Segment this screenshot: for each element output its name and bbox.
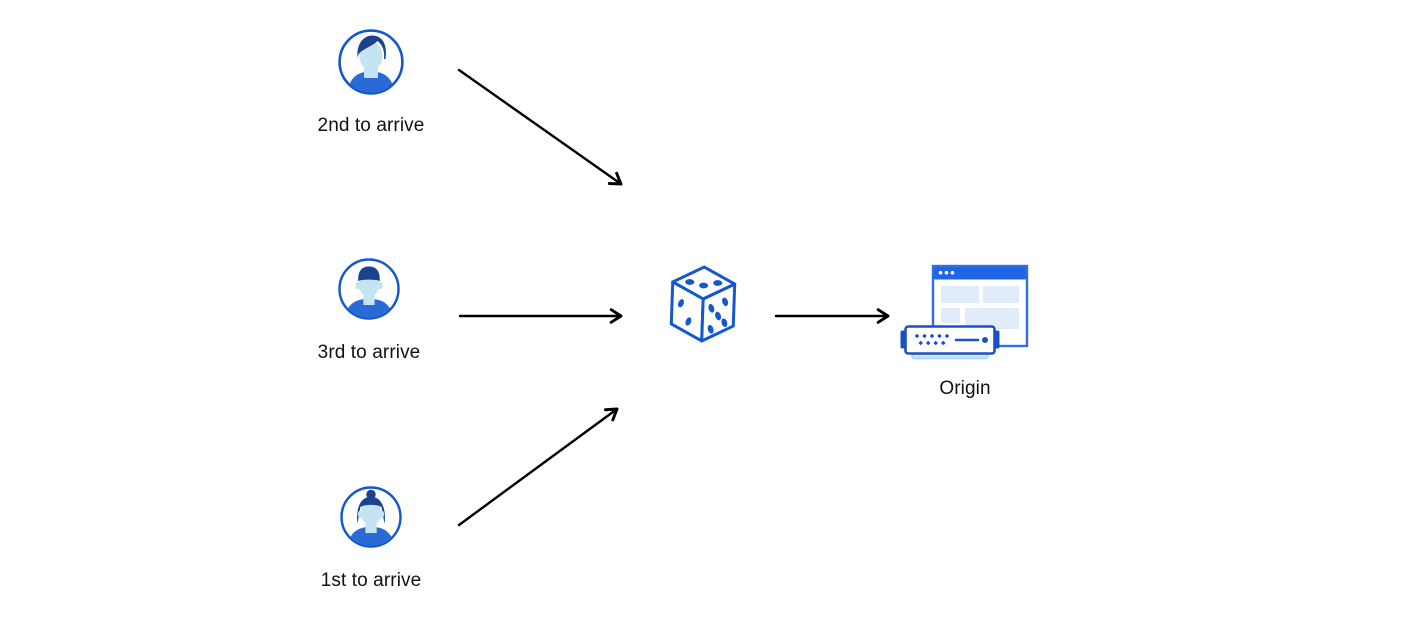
node-label: Origin — [939, 378, 991, 399]
male-avatar-short-hair-icon — [338, 258, 400, 320]
node-label: 1st to arrive — [320, 570, 422, 591]
edge-arrow-client2nd-to-dice — [457, 68, 623, 186]
edge-arrow-client1st-to-dice — [457, 407, 619, 527]
node-client-3rd: 3rd to arrive — [284, 258, 454, 364]
female-avatar-bun-icon — [340, 486, 402, 548]
dice-icon — [668, 264, 738, 346]
origin-server-browser-icon — [899, 262, 1031, 364]
node-label: 3rd to arrive — [317, 342, 421, 363]
node-dice — [633, 264, 773, 346]
node-origin: Origin — [880, 262, 1050, 400]
node-client-1st: 1st to arrive — [286, 486, 456, 592]
node-label: 2nd to arrive — [317, 115, 425, 136]
male-avatar-swoop-hair-icon — [338, 29, 404, 95]
node-client-2nd: 2nd to arrive — [286, 29, 456, 137]
